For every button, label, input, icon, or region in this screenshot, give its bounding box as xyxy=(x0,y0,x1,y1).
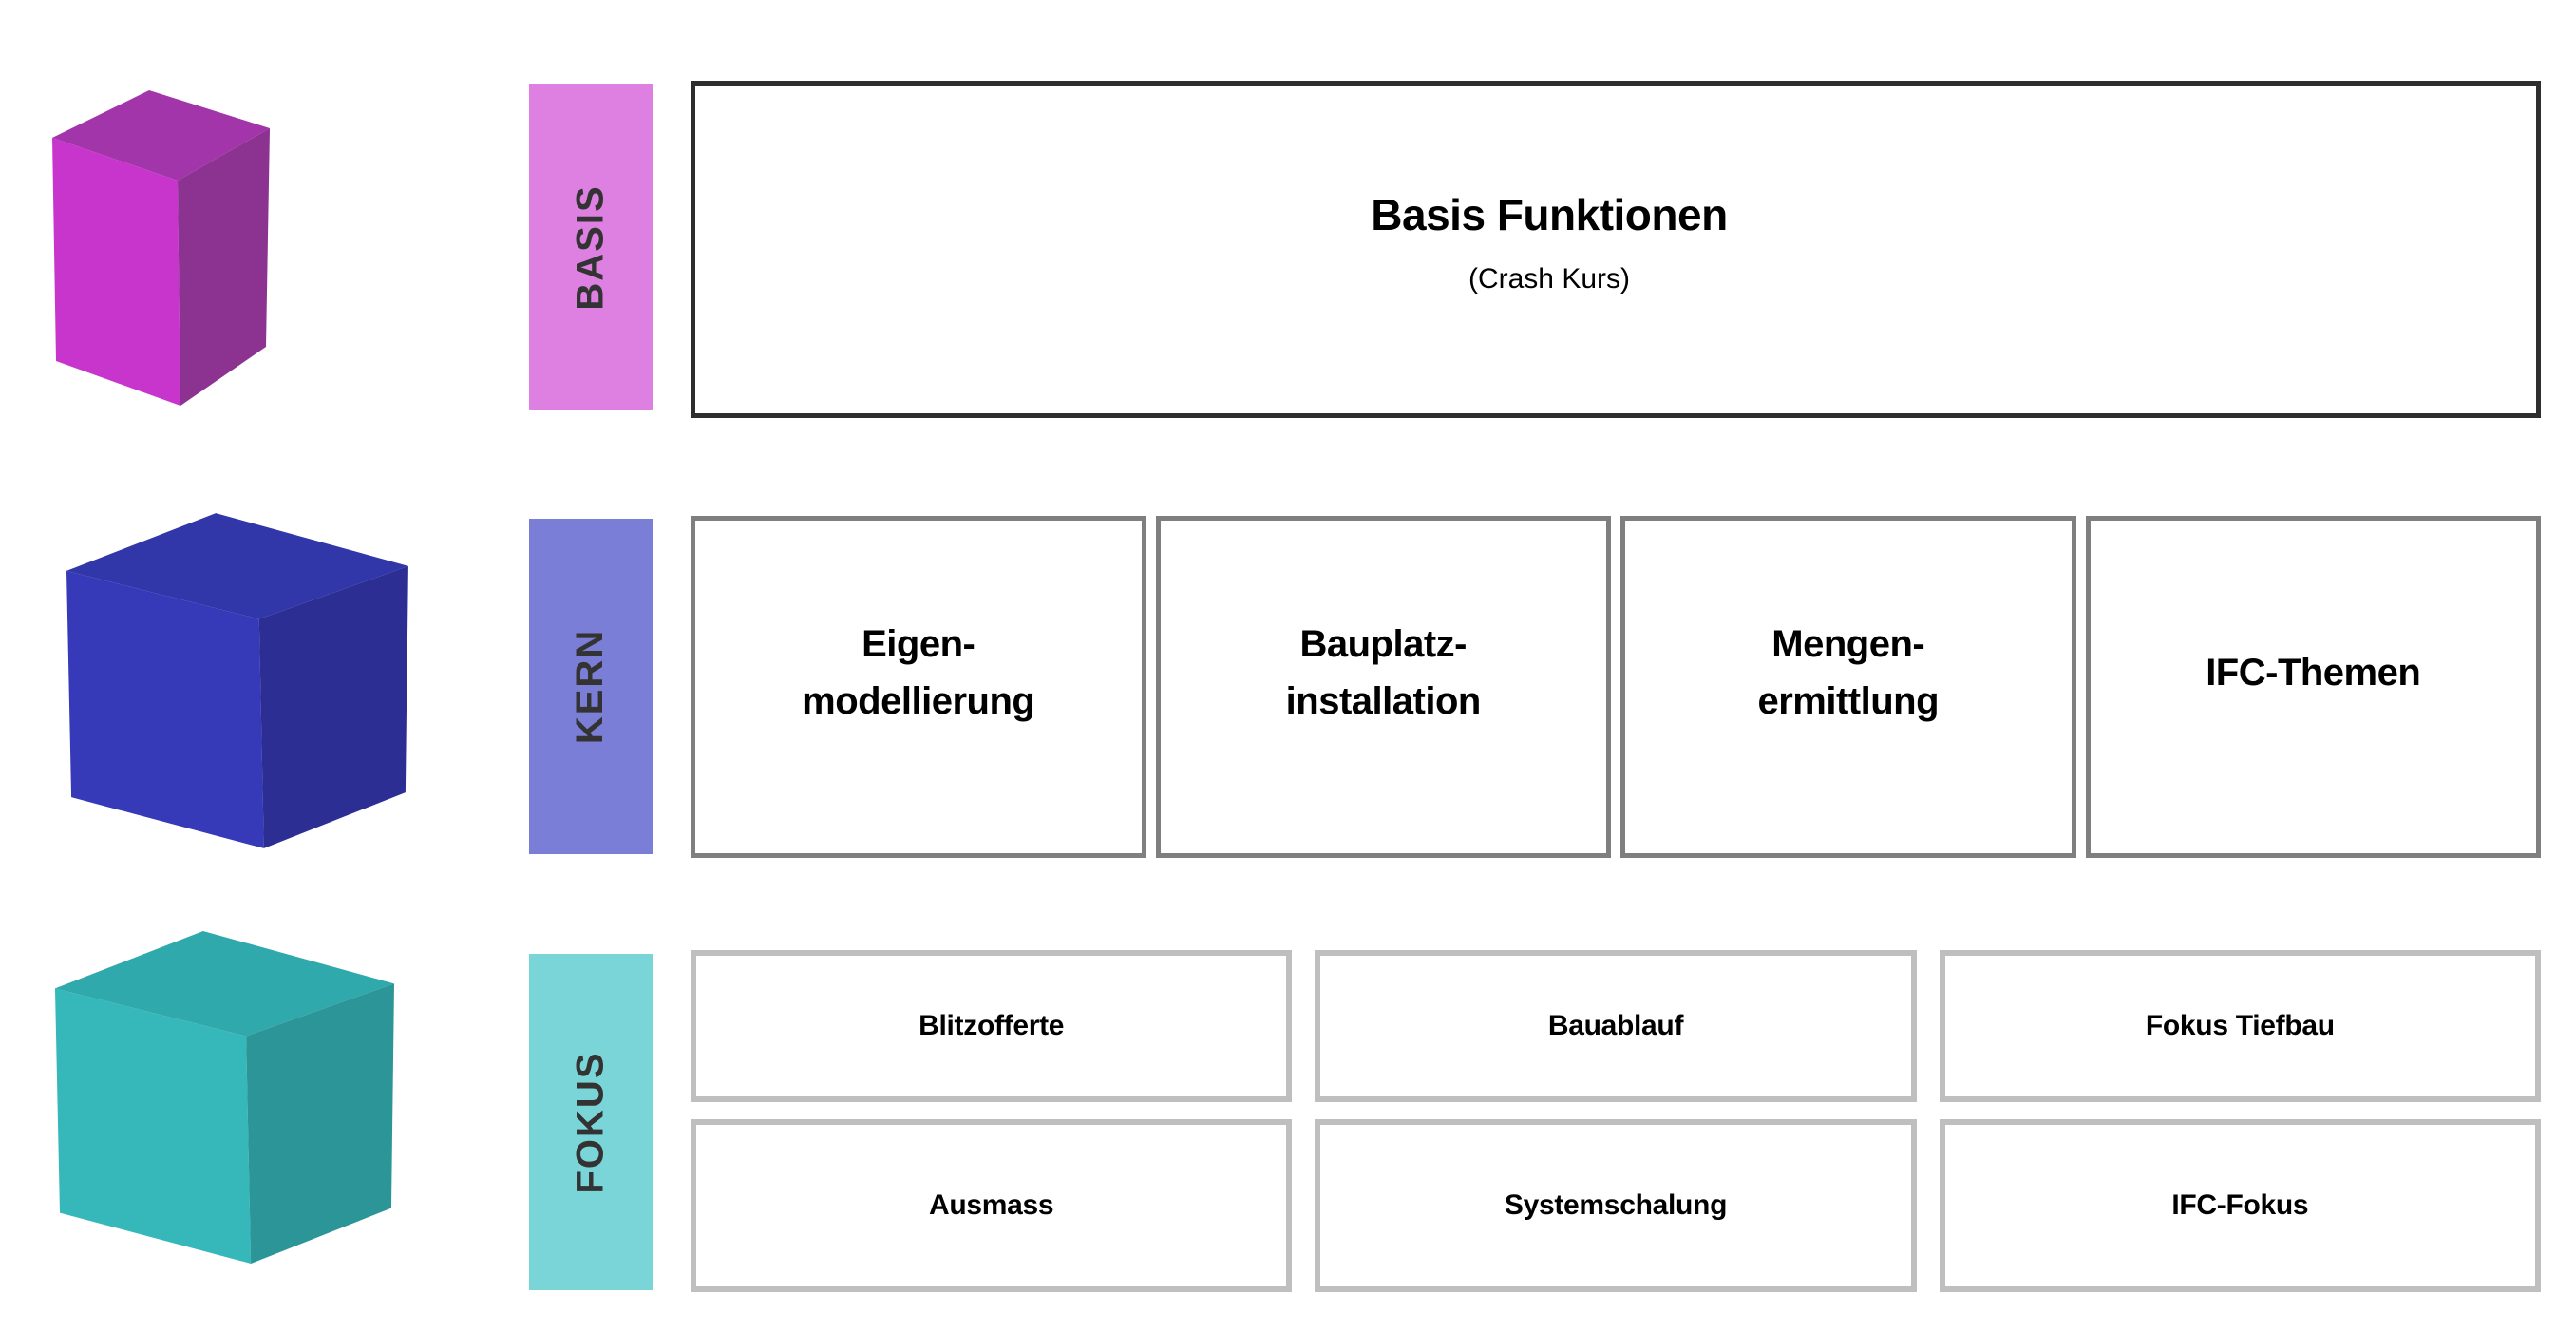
cube-icon-fokus xyxy=(54,931,394,1264)
fokus-label: FOKUS xyxy=(569,1051,612,1193)
cube-front-face xyxy=(66,570,264,848)
course-box-bauablauf: Bauablauf xyxy=(1315,950,1917,1102)
cube-right-face xyxy=(258,565,408,848)
title-line-1: Bauplatz- xyxy=(1299,623,1467,665)
course-box-title: IFC-Themen xyxy=(2206,644,2421,701)
course-box-title: Mengen- ermittlung xyxy=(1757,616,1939,730)
basis-box-content: Basis Funktionen (Crash Kurs) xyxy=(1371,189,1728,295)
course-box-title: IFC-Fokus xyxy=(2171,1189,2309,1221)
cube-top-face xyxy=(66,513,408,619)
basis-label: BASIS xyxy=(569,183,612,311)
fokus-box-group-bottom: Ausmass Systemschalung IFC-Fokus xyxy=(691,1119,2541,1292)
fokus-label-bar: FOKUS xyxy=(529,954,653,1290)
cube-top-face xyxy=(52,90,270,181)
course-box-systemschalung: Systemschalung xyxy=(1315,1119,1917,1292)
course-box-fokus-tiefbau: Fokus Tiefbau xyxy=(1939,950,2541,1102)
title-line-2: modellierung xyxy=(802,680,1035,722)
course-box-title: Ausmass xyxy=(929,1189,1054,1221)
course-box-ifc-themen: IFC-Themen xyxy=(2085,516,2541,858)
fokus-box-group-top: Blitzofferte Bauablauf Fokus Tiefbau xyxy=(691,950,2541,1102)
course-box-title: Bauablauf xyxy=(1547,1010,1684,1041)
cube-icon-basis xyxy=(52,90,270,406)
course-box-ausmass: Ausmass xyxy=(691,1119,1293,1292)
kern-box-group: Eigen- modellierung Bauplatz- installati… xyxy=(691,516,2541,858)
course-box-blitzofferte: Blitzofferte xyxy=(691,950,1293,1102)
basis-label-bar: BASIS xyxy=(529,84,653,410)
cube-icon-kern xyxy=(66,513,408,848)
title-line-2: installation xyxy=(1285,680,1482,722)
kern-label: KERN xyxy=(569,628,612,745)
course-box-ifc-fokus: IFC-Fokus xyxy=(1939,1119,2541,1292)
cube-top-face xyxy=(54,931,394,1037)
title-line-1: Mengen- xyxy=(1771,623,1925,665)
cube-front-face xyxy=(54,988,252,1264)
course-box-title: Fokus Tiefbau xyxy=(2145,1010,2335,1041)
cube-right-face xyxy=(246,983,394,1264)
course-box-title: Systemschalung xyxy=(1504,1189,1728,1221)
course-box-bauplatzinstallation: Bauplatz- installation xyxy=(1155,516,1611,858)
basis-box-title: Basis Funktionen xyxy=(1371,189,1728,239)
title-line-1: IFC-Themen xyxy=(2206,652,2421,694)
course-box-mengenermittlung: Mengen- ermittlung xyxy=(1620,516,2076,858)
cube-right-face xyxy=(178,128,270,406)
kern-label-bar: KERN xyxy=(529,519,653,854)
cube-front-face xyxy=(52,138,180,406)
course-box-eigenmodellierung: Eigen- modellierung xyxy=(691,516,1146,858)
title-line-2: ermittlung xyxy=(1757,680,1940,722)
basis-funktionen-box: Basis Funktionen (Crash Kurs) xyxy=(691,81,2541,418)
title-line-1: Eigen- xyxy=(862,623,975,665)
course-box-title: Eigen- modellierung xyxy=(802,616,1035,730)
basis-box-subtitle: (Crash Kurs) xyxy=(1468,262,1630,295)
course-box-title: Blitzofferte xyxy=(919,1010,1065,1041)
course-box-title: Bauplatz- installation xyxy=(1285,616,1482,730)
